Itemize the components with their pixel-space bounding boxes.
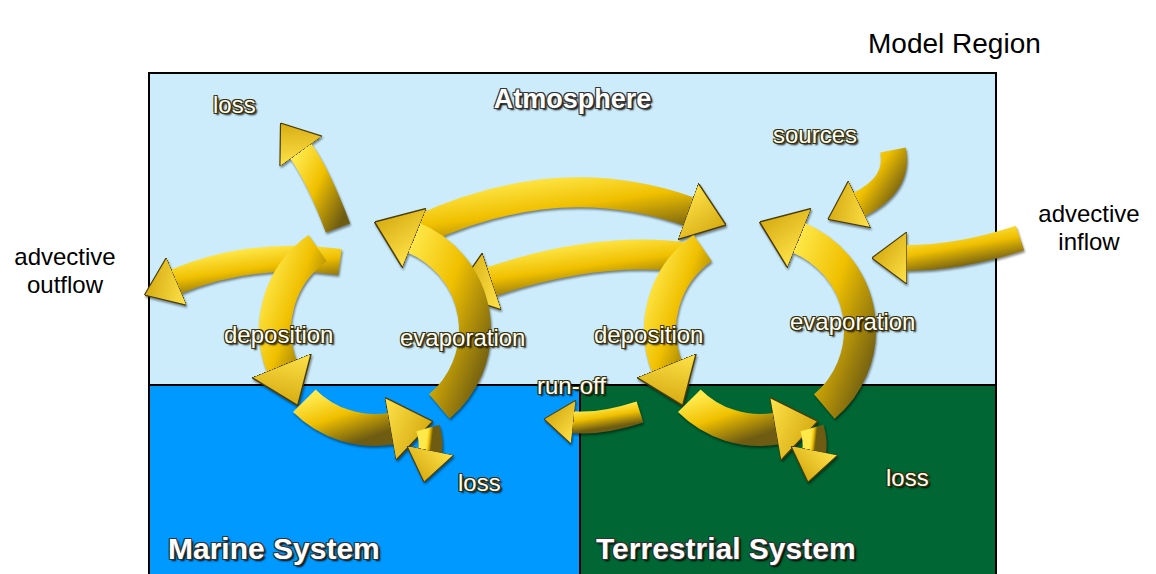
loss-arrow xyxy=(300,150,338,228)
region-title: Marine System xyxy=(168,532,380,567)
cycle-arrow xyxy=(689,401,777,430)
marine-fill xyxy=(148,385,580,574)
marine-region: Marine System xyxy=(148,385,580,574)
flow-label: advective outflow xyxy=(6,243,124,298)
region-title: Terrestrial System xyxy=(596,532,856,567)
loss-arrow xyxy=(812,428,815,452)
edge-label: deposition xyxy=(224,321,333,349)
edge-label: deposition xyxy=(594,321,703,349)
flow-label: sources xyxy=(773,121,857,149)
edge-label: evaporation xyxy=(790,308,915,336)
flow-label: advective inflow xyxy=(1032,200,1146,255)
region-heading: Model Region xyxy=(868,28,1041,60)
inflow-arrow xyxy=(905,238,1020,258)
flow-connector xyxy=(660,248,703,367)
flow-label: loss xyxy=(458,469,501,497)
flow-label: loss xyxy=(213,91,256,119)
transport-arrow xyxy=(420,192,690,230)
terrestrial-region: Terrestrial System xyxy=(580,385,997,574)
cycle-arrow xyxy=(304,401,392,430)
region-title: Atmosphere xyxy=(494,84,652,115)
flow-connector xyxy=(572,412,640,423)
terrestrial-fill xyxy=(580,385,997,574)
edge-label: evaporation xyxy=(400,324,525,352)
loss-arrow xyxy=(428,428,431,452)
flow-label: loss xyxy=(886,464,929,492)
connector-group xyxy=(275,237,860,422)
flow-arrows xyxy=(175,150,1020,452)
flow-connector xyxy=(275,248,318,367)
source-arrow xyxy=(858,150,894,205)
flow-connector xyxy=(413,237,476,406)
edge-label: run-off xyxy=(537,372,606,400)
region-border xyxy=(149,73,996,574)
